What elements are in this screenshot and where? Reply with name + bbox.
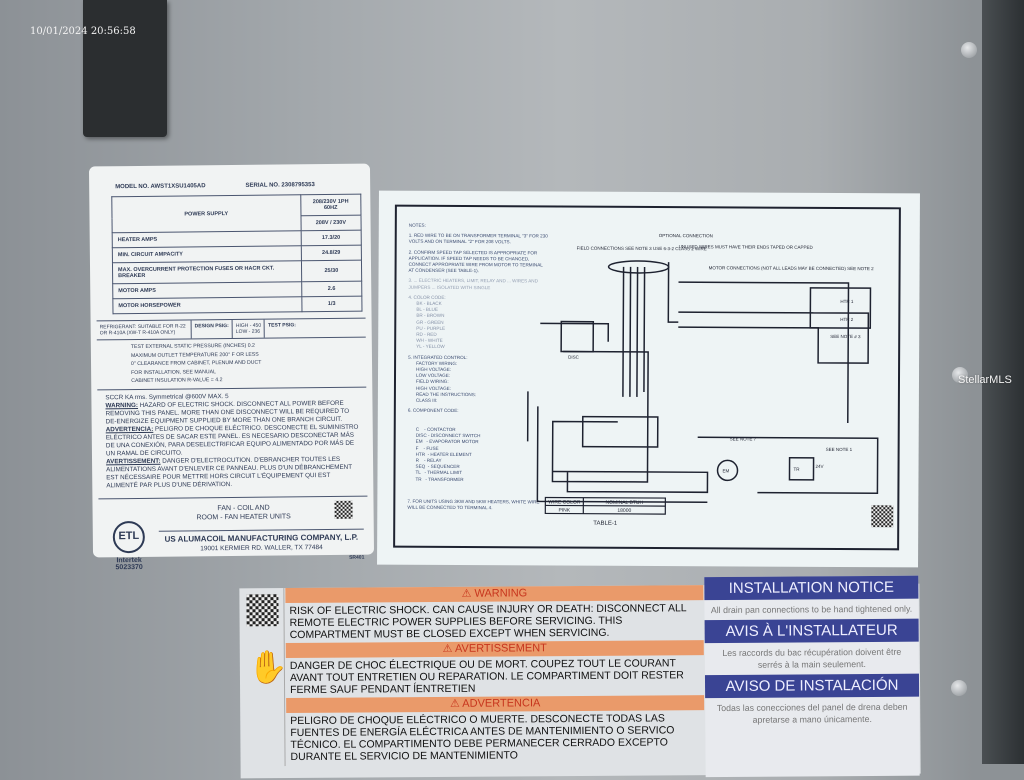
callout: UNUSED WIRES MUST HAVE THEIR ENDS TAPED …: [679, 244, 814, 250]
spec-line: CABINET INSULATION R-VALUE = 4.2: [131, 377, 223, 385]
component-label: 24V: [816, 464, 824, 469]
component-label: DISC: [568, 355, 580, 360]
component-label: TR: [794, 467, 801, 472]
notice-text: Les raccords du bac récupération doivent…: [722, 646, 902, 670]
notice-title: AVISO DE INSTALACIÓN: [704, 673, 920, 699]
shock-hand-icon: ✋: [247, 649, 288, 686]
section-title: ADVERTENCIA: [462, 697, 541, 710]
row-value: 1/3: [301, 296, 362, 312]
notice-title: AVIS À L'INSTALLATEUR: [704, 618, 919, 644]
callout: SEE NOTE # 3: [830, 334, 861, 339]
refrigerant: REFRIGERANT: SUITABLE FOR R-22 OR R-410A…: [96, 320, 192, 340]
table-header: WIRE COLOR: [548, 499, 581, 505]
notice-text: All drain pan connections to be hand tig…: [710, 603, 913, 616]
section-text: DANGER DE CHOC ÉLECTRIQUE OU DE MORT. CO…: [289, 657, 684, 697]
model-number: MODEL NO. AWST1XSU1405AD: [115, 183, 206, 191]
section-text: RISK OF ELECTRIC SHOCK. CAN CAUSE INJURY…: [289, 602, 687, 642]
design-low: LOW - 236: [235, 328, 261, 335]
warning-heading: WARNING:: [105, 401, 139, 409]
row-value: 25/30: [301, 260, 362, 282]
component-label: EM: [723, 468, 730, 473]
row-value: 17.3/20: [300, 230, 362, 246]
row-value: 208/230V 1PH 60HZ: [300, 194, 361, 216]
avertissement-section: ⚠ AVERTISSEMENT DANGER DE CHOC ÉLECTRIQU…: [285, 640, 704, 698]
schematic: FIELD CONNECTIONS SEE NOTE 3 USE 6-3-2 C…: [526, 233, 879, 527]
callout: SEE NOTE 7: [730, 436, 757, 441]
design-psig-label: DESIGN PSIG:: [191, 319, 233, 339]
warning-label: ✋ ⚠ WARNING RISK OF ELECTRIC SHOCK. CAN …: [239, 575, 921, 779]
callout: MOTOR CONNECTIONS (NOT ALL LEADS MAY BE …: [709, 265, 875, 271]
installation-notice: INSTALLATION NOTICE All drain pan connec…: [704, 575, 920, 778]
qr-code: [871, 505, 894, 528]
screw: [952, 367, 968, 383]
serial-number: SERIAL NO. 2308795353: [245, 182, 315, 189]
watermark: StellarMLS: [958, 374, 1012, 386]
warning-text: SCCR KA rms. Symmetrical @600V MAX. 5 WA…: [97, 386, 368, 494]
section-text: PELIGRO DE CHOQUE ELÉCTRICO O MUERTE. DE…: [290, 712, 675, 764]
test-psig-label: TEST PSIG:: [268, 322, 296, 329]
table-cell: PINK: [558, 508, 570, 514]
component-label: HTR 1: [840, 299, 854, 304]
warning-body: HAZARD OF ELECTRIC SHOCK. DISCONNECT ALL…: [105, 399, 350, 425]
qr-code: [334, 500, 353, 519]
row-label: POWER SUPPLY: [111, 194, 301, 233]
row-value: 2.6: [301, 281, 362, 297]
warning-section: ⚠ WARNING RISK OF ELECTRIC SHOCK. CAN CA…: [285, 585, 704, 643]
component-label: HTR 2: [840, 317, 854, 322]
qr-code: [246, 594, 279, 627]
cabinet-edge: [982, 0, 1024, 764]
row-value: 208V / 230V: [300, 215, 362, 231]
callout: OPTIONAL CONNECTION: [659, 233, 713, 238]
company-address: 19001 KERMIER RD. WALLER, TX 77484: [200, 543, 323, 552]
advertencia-heading: ADVERTENCIA:: [105, 425, 154, 433]
table-header: NOMINAL BTUH: [606, 500, 644, 506]
product-line: ROOM - FAN HEATER UNITS: [196, 512, 291, 521]
company-name: US ALUMACOIL MANUFACTURING COMPANY, L.P.: [164, 532, 359, 544]
photo-timestamp: 10/01/2024 20:56:58: [30, 26, 136, 37]
row-value: 24.8/29: [300, 245, 362, 261]
section-title: AVERTISSEMENT: [454, 642, 547, 655]
label-footer: FAN - COIL AND ROOM - FAN HEATER UNITS E…: [98, 495, 369, 578]
wiring-diagram: NOTES: 1. RED WIRE TO BE ON TRANSFORMER …: [377, 190, 920, 568]
section-title: WARNING: [474, 587, 528, 600]
callout: FIELD CONNECTIONS SEE NOTE 3 USE 6-3-2 C…: [577, 246, 707, 252]
avertissement-heading: AVERTISSEMENT:: [106, 457, 161, 465]
row-label: MAX. OVERCURRENT PROTECTION FUSES OR HAC…: [112, 260, 302, 284]
advertencia-section: ⚠ ADVERTENCIA PELIGRO DE CHOQUE ELÉCTRIC…: [286, 695, 705, 765]
notice-title: INSTALLATION NOTICE: [704, 575, 919, 601]
label-code: SR401: [349, 554, 365, 561]
row-label: MOTOR HORSEPOWER: [112, 296, 302, 314]
rating-label: MODEL NO. AWST1XSU1405AD SERIAL NO. 23087…: [88, 163, 375, 578]
table-caption: TABLE-1: [593, 521, 618, 527]
mounting-bracket: [83, 0, 167, 137]
screw: [961, 42, 977, 58]
icon-column: ✋: [239, 588, 288, 767]
screw: [951, 680, 967, 696]
callout: SEE NOTE 1: [826, 447, 853, 452]
etl-logo: ETL: [112, 520, 146, 553]
specs: TEST EXTERNAL STATIC PRESSURE (INCHES) 0…: [97, 341, 366, 386]
intertek-number: 5023370: [115, 563, 143, 571]
table-cell: 18000: [617, 508, 631, 514]
notice-text: Todas las conecciones del panel de drena…: [716, 701, 908, 725]
refrigerant-row: REFRIGERANT: SUITABLE FOR R-22 OR R-410A…: [96, 317, 366, 341]
